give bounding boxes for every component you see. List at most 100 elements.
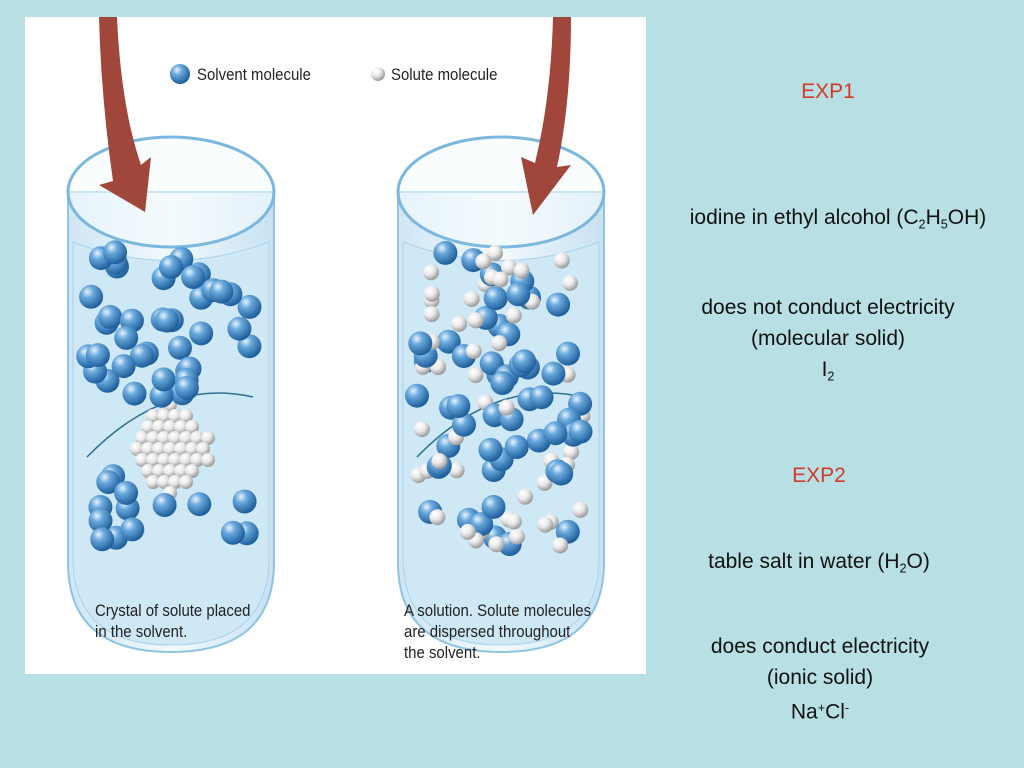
solute-molecule <box>500 259 517 276</box>
solute-molecule <box>157 431 171 445</box>
solute-legend-icon <box>371 67 385 81</box>
exp2-formula: Na+Cl- <box>790 700 850 724</box>
solute-molecule <box>201 453 215 467</box>
solvent-molecule <box>79 284 104 309</box>
solvent-molecule <box>433 240 458 265</box>
solute-molecule <box>423 264 440 281</box>
solute-molecule <box>513 262 530 279</box>
solute-molecule <box>168 453 182 467</box>
solute-molecule <box>135 431 149 445</box>
solvent-molecule <box>452 412 476 437</box>
solvent-molecule <box>436 329 461 354</box>
solvent-molecule <box>546 292 571 317</box>
caption-left-line: Crystal of solute placed <box>95 601 251 620</box>
solute-molecule <box>423 306 440 323</box>
solute-molecule <box>553 252 570 269</box>
solute-molecule <box>185 442 199 456</box>
solute-molecule <box>448 462 465 479</box>
solute-molecule <box>201 431 215 445</box>
solute-molecule <box>467 367 484 384</box>
solvent-molecule <box>187 492 212 517</box>
solvent-molecule <box>504 435 529 459</box>
solute-molecule <box>491 335 508 352</box>
exp2-conductivity: does conduct electricity <box>710 635 930 658</box>
solvent-molecule <box>408 331 433 356</box>
solute-molecule <box>179 475 193 489</box>
solvent-molecule <box>506 282 531 307</box>
solvent-molecule <box>483 286 508 311</box>
legend-solute-label: Solute molecule <box>391 65 498 84</box>
solute-molecule <box>451 315 468 332</box>
solute-molecule <box>463 291 480 307</box>
solute-molecule <box>141 464 155 478</box>
caption-right-line: the solvent. <box>404 643 481 662</box>
solvent-legend-icon <box>170 64 190 84</box>
solvent-molecule <box>543 421 568 446</box>
solution-figure: Solvent molecule Solute molecule Crystal… <box>25 17 646 674</box>
solvent-molecule <box>114 325 139 350</box>
solvent-molecule <box>481 494 506 519</box>
solvent-molecule <box>168 335 192 360</box>
solvent-molecule <box>174 376 199 400</box>
exp2-heading: EXP2 <box>792 464 846 487</box>
solvent-molecule <box>189 321 214 346</box>
solvent-molecule <box>155 308 179 333</box>
solvent-molecule <box>114 480 139 505</box>
solute-molecule <box>146 475 160 489</box>
solvent-molecule <box>98 304 123 329</box>
solvent-molecule <box>568 419 593 444</box>
solute-molecule <box>179 453 193 467</box>
solute-molecule <box>505 513 522 530</box>
solvent-molecule <box>103 240 127 265</box>
molecules <box>76 240 593 556</box>
solvent-molecule <box>152 493 177 517</box>
solvent-molecule <box>90 527 115 552</box>
caption-right-line: A solution. Solute molecules <box>404 601 592 620</box>
solute-molecule <box>130 442 144 456</box>
solvent-molecule <box>232 489 257 514</box>
solute-molecule <box>196 442 210 456</box>
solute-molecule <box>141 442 155 456</box>
solute-molecule <box>152 420 166 434</box>
solute-molecule <box>157 475 171 489</box>
solvent-molecule <box>96 470 121 494</box>
solute-molecule <box>179 431 193 445</box>
caption-left-line: in the solvent. <box>95 622 188 641</box>
solvent-molecule <box>159 255 183 280</box>
solute-molecule <box>488 536 505 553</box>
solute-molecule <box>146 431 160 445</box>
caption-left: Crystal of solute placed in the solvent. <box>95 600 297 642</box>
solvent-molecule <box>446 394 471 418</box>
beakers-illustration <box>66 17 606 654</box>
solute-molecule <box>431 453 448 470</box>
exp1-solid-type: (molecular solid) <box>750 327 906 350</box>
solute-molecule <box>168 431 182 445</box>
solute-molecule <box>517 488 533 505</box>
solvent-molecule <box>181 265 206 289</box>
solvent-molecule <box>549 461 574 486</box>
solute-molecule <box>146 409 160 423</box>
solvent-molecule <box>490 371 515 395</box>
exp1-conductivity: does not conduct electricity <box>701 296 955 319</box>
solute-molecule <box>465 343 482 359</box>
solvent-molecule <box>512 349 537 374</box>
solvent-molecule <box>220 520 245 545</box>
exp1-formula: I2 <box>821 358 835 384</box>
solute-molecule <box>190 431 204 445</box>
solvent-molecule <box>151 367 176 392</box>
solute-molecule <box>174 442 188 456</box>
solvent-molecule <box>209 279 234 304</box>
right-arrow <box>521 17 571 215</box>
solute-molecule <box>157 409 171 423</box>
legend-solvent-label: Solvent molecule <box>197 65 311 84</box>
solute-molecule <box>414 421 430 438</box>
solvent-molecule <box>478 437 503 462</box>
solvent-molecule <box>556 341 580 366</box>
solvent-molecule <box>120 517 145 542</box>
solute-molecule <box>572 501 589 518</box>
solute-molecule <box>467 312 484 329</box>
solute-molecule <box>141 420 155 434</box>
solute-molecule <box>562 274 578 291</box>
caption-right-line: are dispersed throughout <box>404 622 571 641</box>
solute-molecule <box>179 409 193 423</box>
